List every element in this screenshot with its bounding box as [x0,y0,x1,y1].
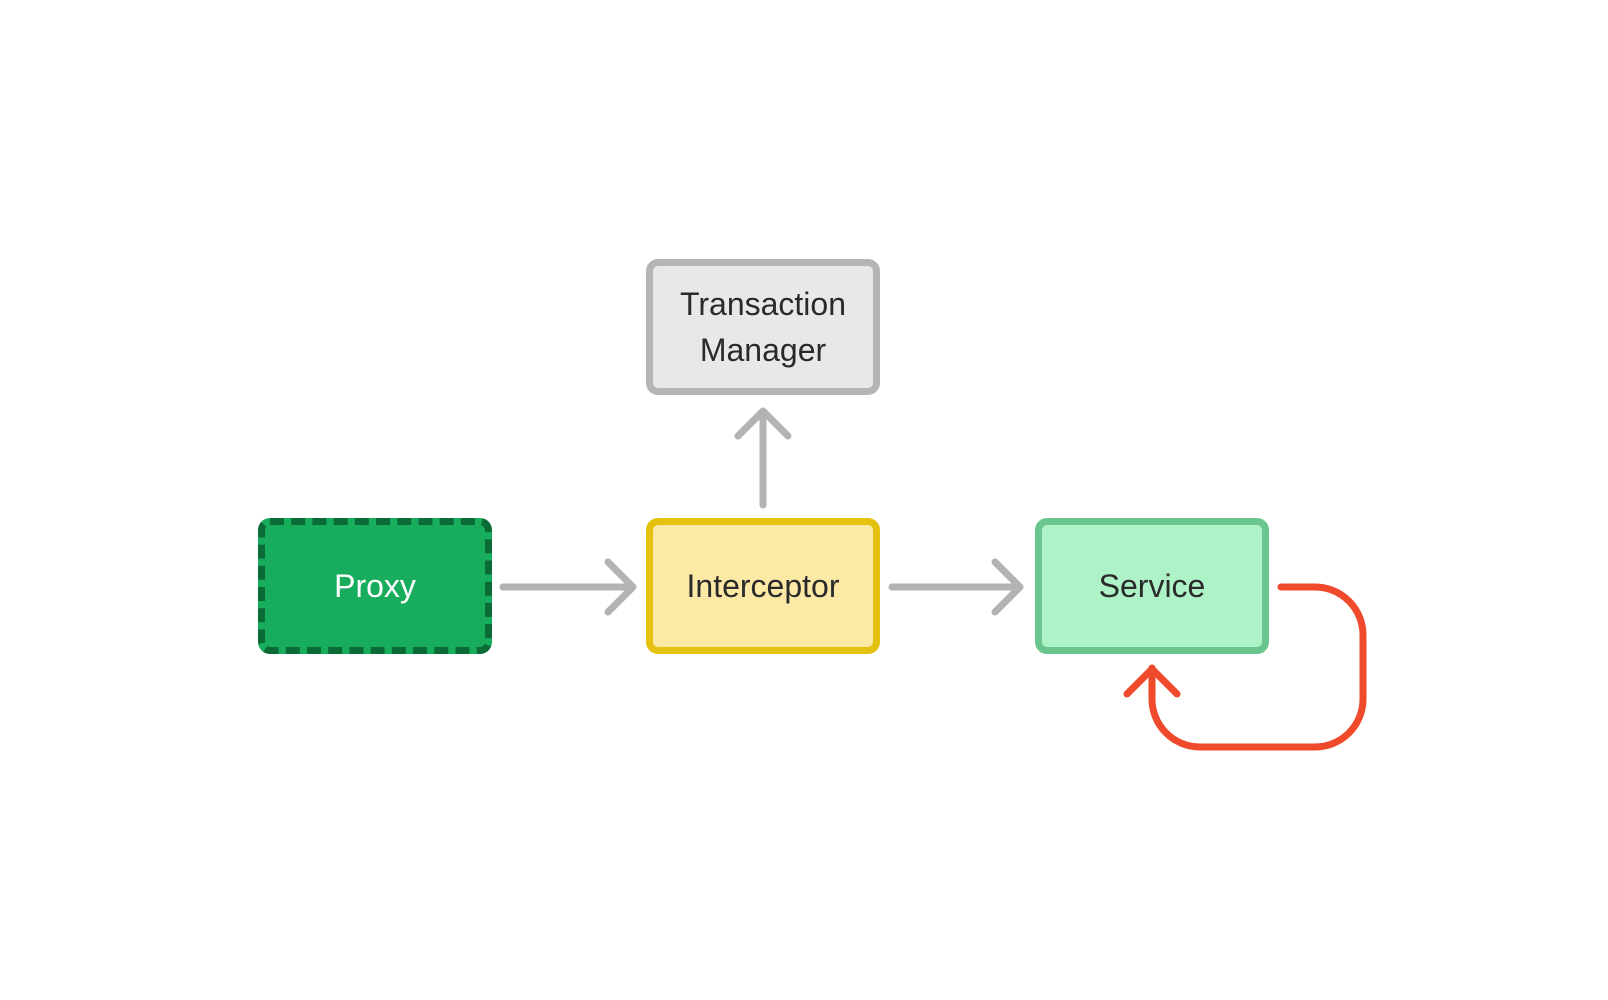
interceptor-node[interactable]: Interceptor [646,518,880,654]
edge-proxy-to-interceptor [499,558,637,616]
edge-interceptor-to-service [888,558,1024,616]
service-node[interactable]: Service [1035,518,1269,654]
interceptor-label: Interceptor [686,568,840,604]
edge-service-self-loop [1123,583,1367,751]
transaction-manager-label-line1: Transaction [680,285,846,322]
proxy-label: Proxy [334,568,416,604]
proxy-node[interactable]: Proxy [258,518,492,654]
transaction-manager-label-line2: Manager [699,332,827,368]
service-label: Service [1098,568,1206,604]
transaction-manager-node[interactable]: Transaction Manager [646,259,880,395]
edge-interceptor-to-transaction-manager [734,407,792,509]
